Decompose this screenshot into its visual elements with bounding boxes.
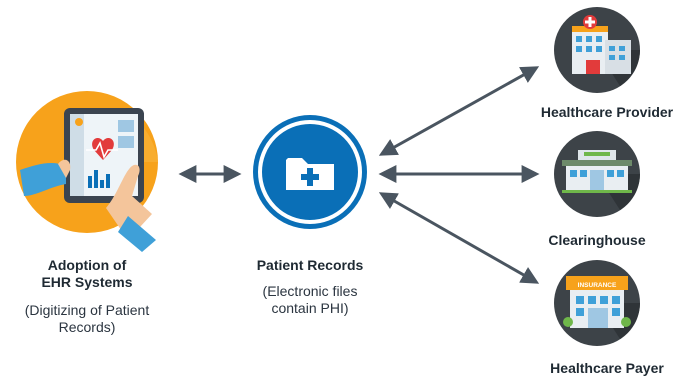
clearinghouse-title: Clearinghouse <box>548 232 646 248</box>
tablet-health-icon <box>16 91 158 252</box>
records-subtitle: (Electronic files contain PHI) <box>240 283 380 317</box>
ehr-title: Adoption of EHR Systems <box>22 257 152 291</box>
ehr-subtitle-line2: Records) <box>58 318 116 335</box>
ehr-subtitle: (Digitizing of Patient Records) <box>2 302 172 336</box>
arrows <box>178 66 540 284</box>
arrow-records-provider <box>378 66 540 156</box>
insurance-sign-text: INSURANCE <box>578 282 617 289</box>
ehr-title-line2: EHR Systems <box>41 273 133 290</box>
provider-title: Healthcare Provider <box>540 104 674 120</box>
records-subtitle-line2: contain PHI) <box>271 299 349 316</box>
payer-title: Healthcare Payer <box>550 360 664 376</box>
arrow-records-payer <box>378 192 540 284</box>
insurance-building-icon: INSURANCE <box>554 260 640 346</box>
ehr-subtitle-line1: (Digitizing of Patient <box>24 302 150 318</box>
clearinghouse-building-icon <box>554 131 640 217</box>
records-title: Patient Records <box>256 257 364 273</box>
ehr-title-line1: Adoption of <box>47 257 127 273</box>
folder-plus-icon <box>253 115 367 229</box>
hospital-icon <box>554 7 640 93</box>
records-subtitle-line1: (Electronic files <box>262 283 358 299</box>
